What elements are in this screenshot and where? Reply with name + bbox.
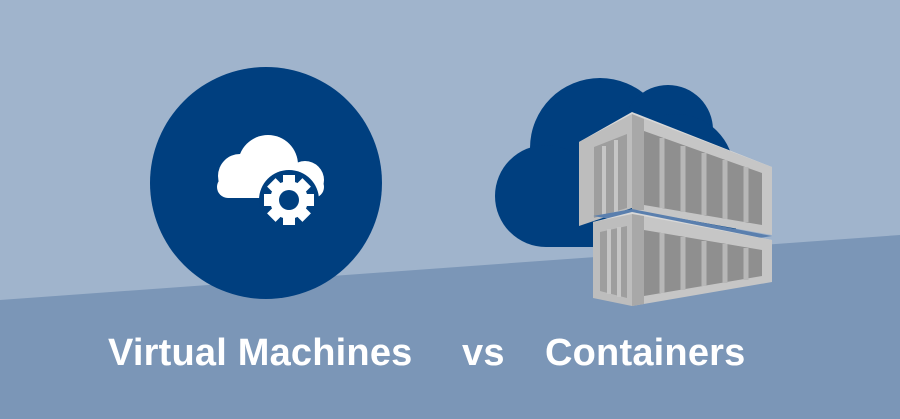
versus-label: vs xyxy=(462,332,505,374)
containers-label: Containers xyxy=(545,332,746,374)
container-icon xyxy=(495,78,772,306)
gear-icon xyxy=(259,170,319,230)
virtual-machine-icon xyxy=(150,67,382,299)
container-bottom xyxy=(593,212,772,306)
virtual-machines-label: Virtual Machines xyxy=(108,332,413,374)
container-top xyxy=(579,112,772,235)
